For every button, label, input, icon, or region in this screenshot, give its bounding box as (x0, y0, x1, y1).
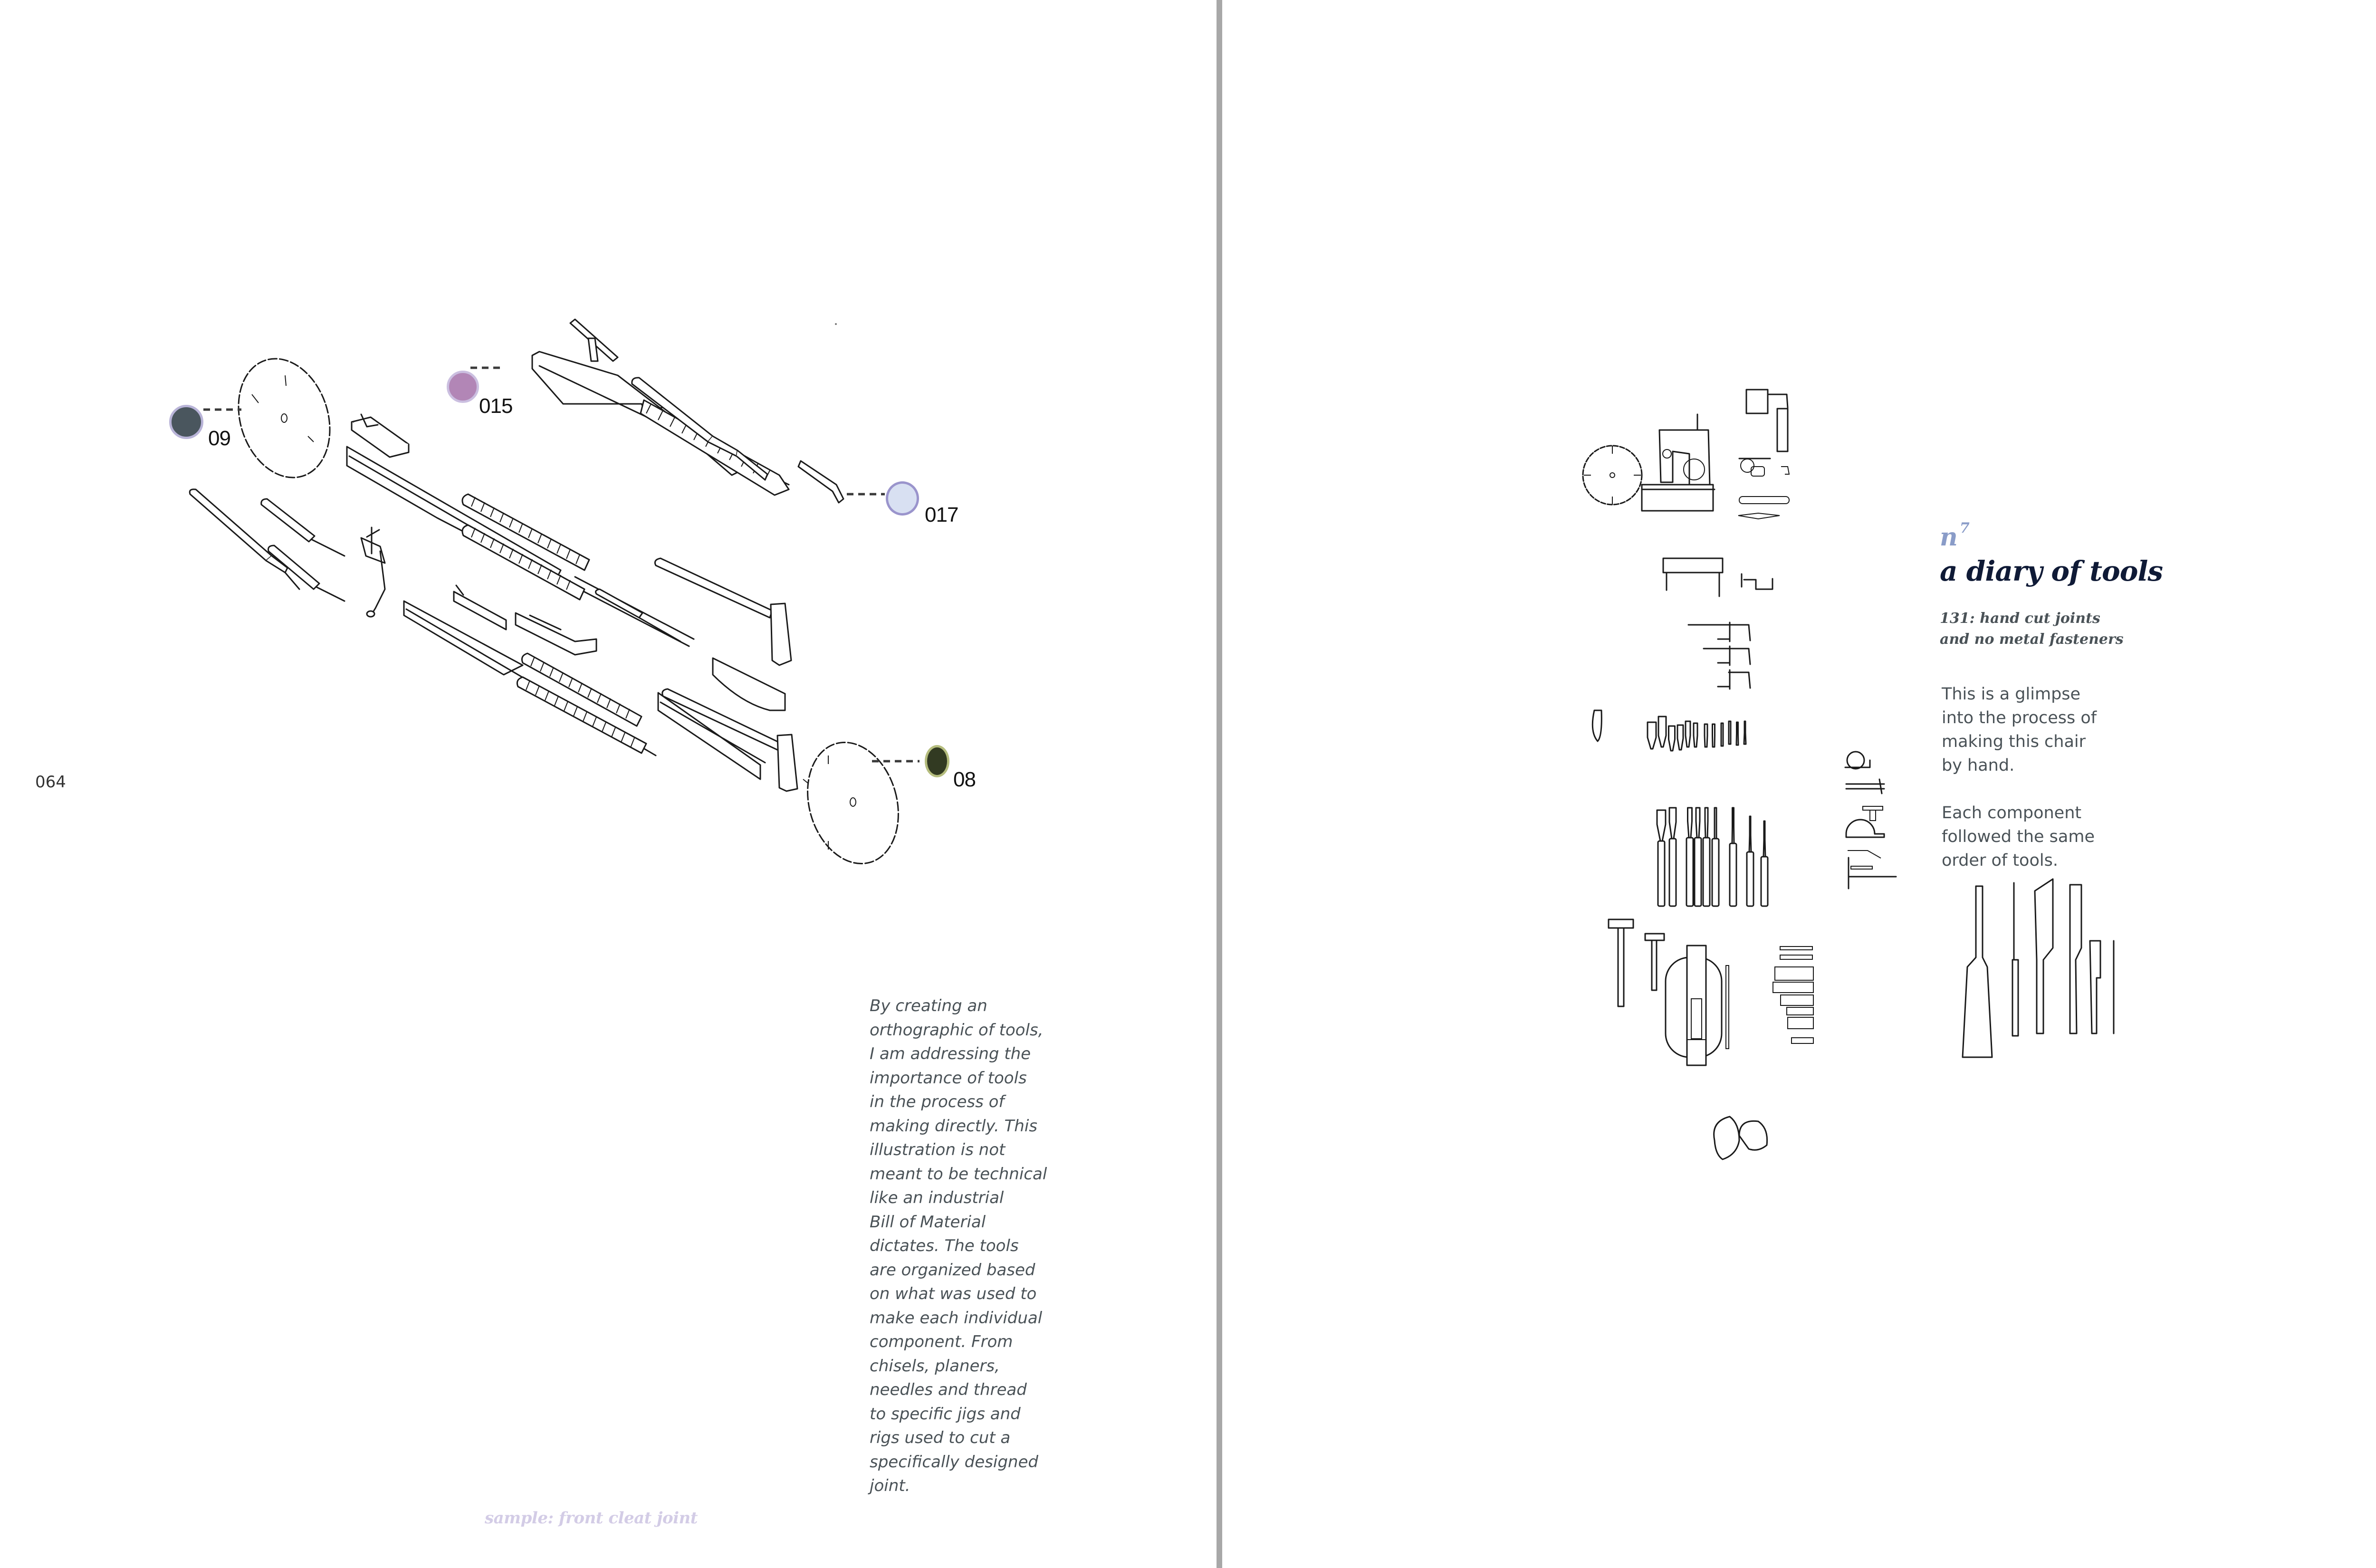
f-clamp-2-icon (1703, 645, 1751, 666)
chisel-set-row-2-icon (1656, 807, 1769, 907)
series-letter: n (1940, 523, 1958, 552)
callout-015-swatch (447, 371, 479, 403)
plane-set-icon (1772, 946, 1814, 1044)
chisel-left-3-icon (268, 545, 345, 602)
intro-paragraph-2: Each component followed the same order o… (1942, 803, 2095, 870)
chisel-blade (1677, 724, 1684, 751)
marking-gauge-icon (797, 460, 844, 504)
chisel-blade (1728, 720, 1732, 745)
chisel-handle (1760, 856, 1769, 907)
pull-saw-top-icon (531, 351, 790, 496)
chisel-blade (1743, 720, 1747, 745)
japanese-saws-icon (1962, 878, 2115, 1058)
description-paragraph: By creating an orthographic of tools, I … (870, 996, 1047, 1495)
chisel-blade (1687, 807, 1693, 839)
chisel-handle (1702, 837, 1711, 907)
bar-clamp-icon (360, 526, 386, 618)
spiral-handle-upper-icon (461, 493, 590, 571)
chisel-blade (1668, 807, 1677, 840)
chisel-blade (1668, 725, 1676, 752)
chisel-blade (1704, 807, 1709, 839)
chisel-mid-right-icon (595, 588, 681, 642)
chisel-blade (1720, 722, 1724, 747)
chisel-handle (1686, 837, 1694, 907)
left-page: 064 (35, 318, 1047, 1528)
callout-08-swatch (925, 745, 949, 777)
intro-text: This is a glimpse into the process of ma… (1942, 682, 2113, 896)
callout-09-label: 09 (208, 427, 231, 450)
chisel-blade (1731, 807, 1735, 844)
intro-paragraph-1: This is a glimpse into the process of ma… (1942, 685, 2097, 775)
wedge-block-icon (712, 657, 786, 711)
sample-caption: sample: front cleat joint (485, 1509, 698, 1528)
chisel-blade (1695, 807, 1701, 839)
chisel-left-1-icon (189, 488, 300, 590)
circular-saw-blade-icon (238, 358, 331, 478)
mallet-top-icon (654, 557, 792, 666)
spiral-handle-bottom-2-icon (516, 676, 647, 754)
page-number: 064 (35, 773, 66, 792)
spread-title: a diary of tools (1940, 555, 2163, 587)
chisel-handle (1657, 840, 1666, 907)
chisel-blade (1714, 807, 1717, 840)
sharpening-stone-icon (1665, 945, 1729, 1066)
callout-017-label: 017 (925, 503, 958, 526)
chisel-handle (1729, 842, 1737, 907)
callout-015-label: 015 (479, 394, 513, 418)
chisel-left-2-icon (260, 498, 345, 557)
chisel-blade (1712, 723, 1715, 748)
chisel-handle (1668, 838, 1677, 907)
cutting-jig-icon (1662, 557, 1724, 597)
chisel-handle (1711, 838, 1720, 907)
mallet-bottom-icon (661, 688, 798, 792)
tool-inventory-illustration (1582, 389, 2115, 1160)
saw-blade-icon (1582, 445, 1643, 506)
chisel-blade (1735, 721, 1739, 746)
spiral-handle-bottom-1-icon (521, 652, 642, 727)
chisel-handle (1694, 837, 1702, 907)
work-glove-icon (1591, 709, 1602, 742)
exploded-tool-illustration (189, 318, 920, 865)
chisel-blade (1647, 721, 1657, 750)
hand-plane-middle-icon (453, 584, 597, 656)
work-gloves-icon (1713, 1116, 1768, 1160)
mallet-large-icon (1608, 918, 1634, 1007)
mallet-small-icon (1644, 933, 1665, 991)
series-number: 7 (1959, 520, 1970, 536)
chisel-top-icon (631, 377, 768, 481)
spread-subtitle: 131: hand cut joints and no metal fasten… (1940, 610, 2124, 648)
sewing-machine-icon (1641, 413, 1715, 512)
f-clamp-1-icon (1687, 621, 1751, 642)
callout-017-swatch (886, 481, 919, 516)
f-clamp-3-icon (1717, 669, 1751, 690)
chisel-blade (1748, 815, 1752, 853)
circular-saw-blade-bottom-icon (803, 741, 899, 865)
chisel-blade (1657, 716, 1667, 748)
chisel-blade (1685, 720, 1691, 748)
try-square-icon (569, 318, 619, 362)
chisel-blade (1656, 809, 1667, 842)
chisel-blade (1763, 820, 1766, 858)
c-clamp-icon (1741, 573, 1773, 590)
spread-gutter (1217, 0, 1222, 1568)
chisel-blade (1704, 723, 1708, 748)
callout-09-swatch (169, 405, 203, 439)
spiral-handle-lower-icon (461, 524, 585, 601)
chisel-set-row-1-icon (1647, 716, 1747, 752)
misc-tools-icon (1738, 458, 1790, 520)
callout-08-label: 08 (953, 768, 976, 791)
chisel-blade (1693, 722, 1698, 748)
print-speck (835, 323, 837, 325)
gas-torch-icon (1745, 389, 1789, 452)
measuring-tools-icon (1844, 751, 1897, 889)
block-plane-icon (351, 413, 410, 458)
chisel-handle (1746, 851, 1754, 907)
